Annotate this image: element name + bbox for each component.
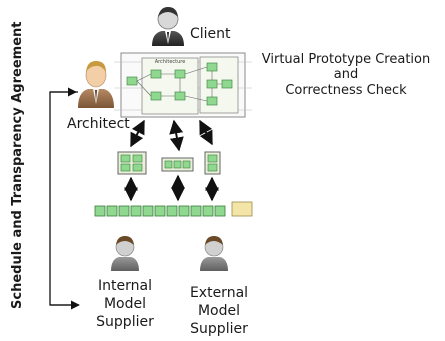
architecture-box-title: Architecture — [155, 59, 186, 65]
external-supplier-line-2: Model — [197, 302, 241, 319]
prototype-line-2: and — [333, 67, 359, 83]
architect-person-icon — [78, 61, 114, 108]
client-person-icon — [152, 7, 184, 46]
prototype-line-1: Virtual Prototype Creation — [261, 52, 431, 67]
internal-supplier-line-1: Internal — [98, 278, 152, 294]
architect-label: Architect — [67, 116, 130, 132]
internal-supplier-person-icon — [111, 236, 139, 271]
box-to-modules-arrows — [130, 119, 213, 152]
external-supplier-person-icon — [200, 236, 228, 271]
schedule-transparency-agreement-label: Schedule and Transparency Agreement — [10, 21, 25, 310]
module-blocks — [117, 151, 221, 175]
prototype-description: Virtual Prototype Creation and Correctne… — [247, 52, 445, 98]
internal-supplier-label: Internal Model Supplier — [82, 278, 168, 332]
external-supplier-line-1: External — [189, 285, 249, 301]
supplier-model-chain — [94, 201, 253, 217]
agreement-bracket — [49, 87, 80, 310]
client-label: Client — [190, 26, 231, 42]
modules-to-chain-arrows — [124, 174, 219, 202]
prototype-line-3: Correctness Check — [285, 82, 407, 98]
internal-supplier-line-3: Supplier — [96, 313, 154, 330]
internal-supplier-line-2: Model — [103, 295, 147, 312]
external-supplier-label: External Model Supplier — [176, 285, 262, 339]
architecture-prototype-box: Architecture — [114, 52, 252, 118]
external-supplier-line-3: Supplier — [190, 320, 248, 337]
